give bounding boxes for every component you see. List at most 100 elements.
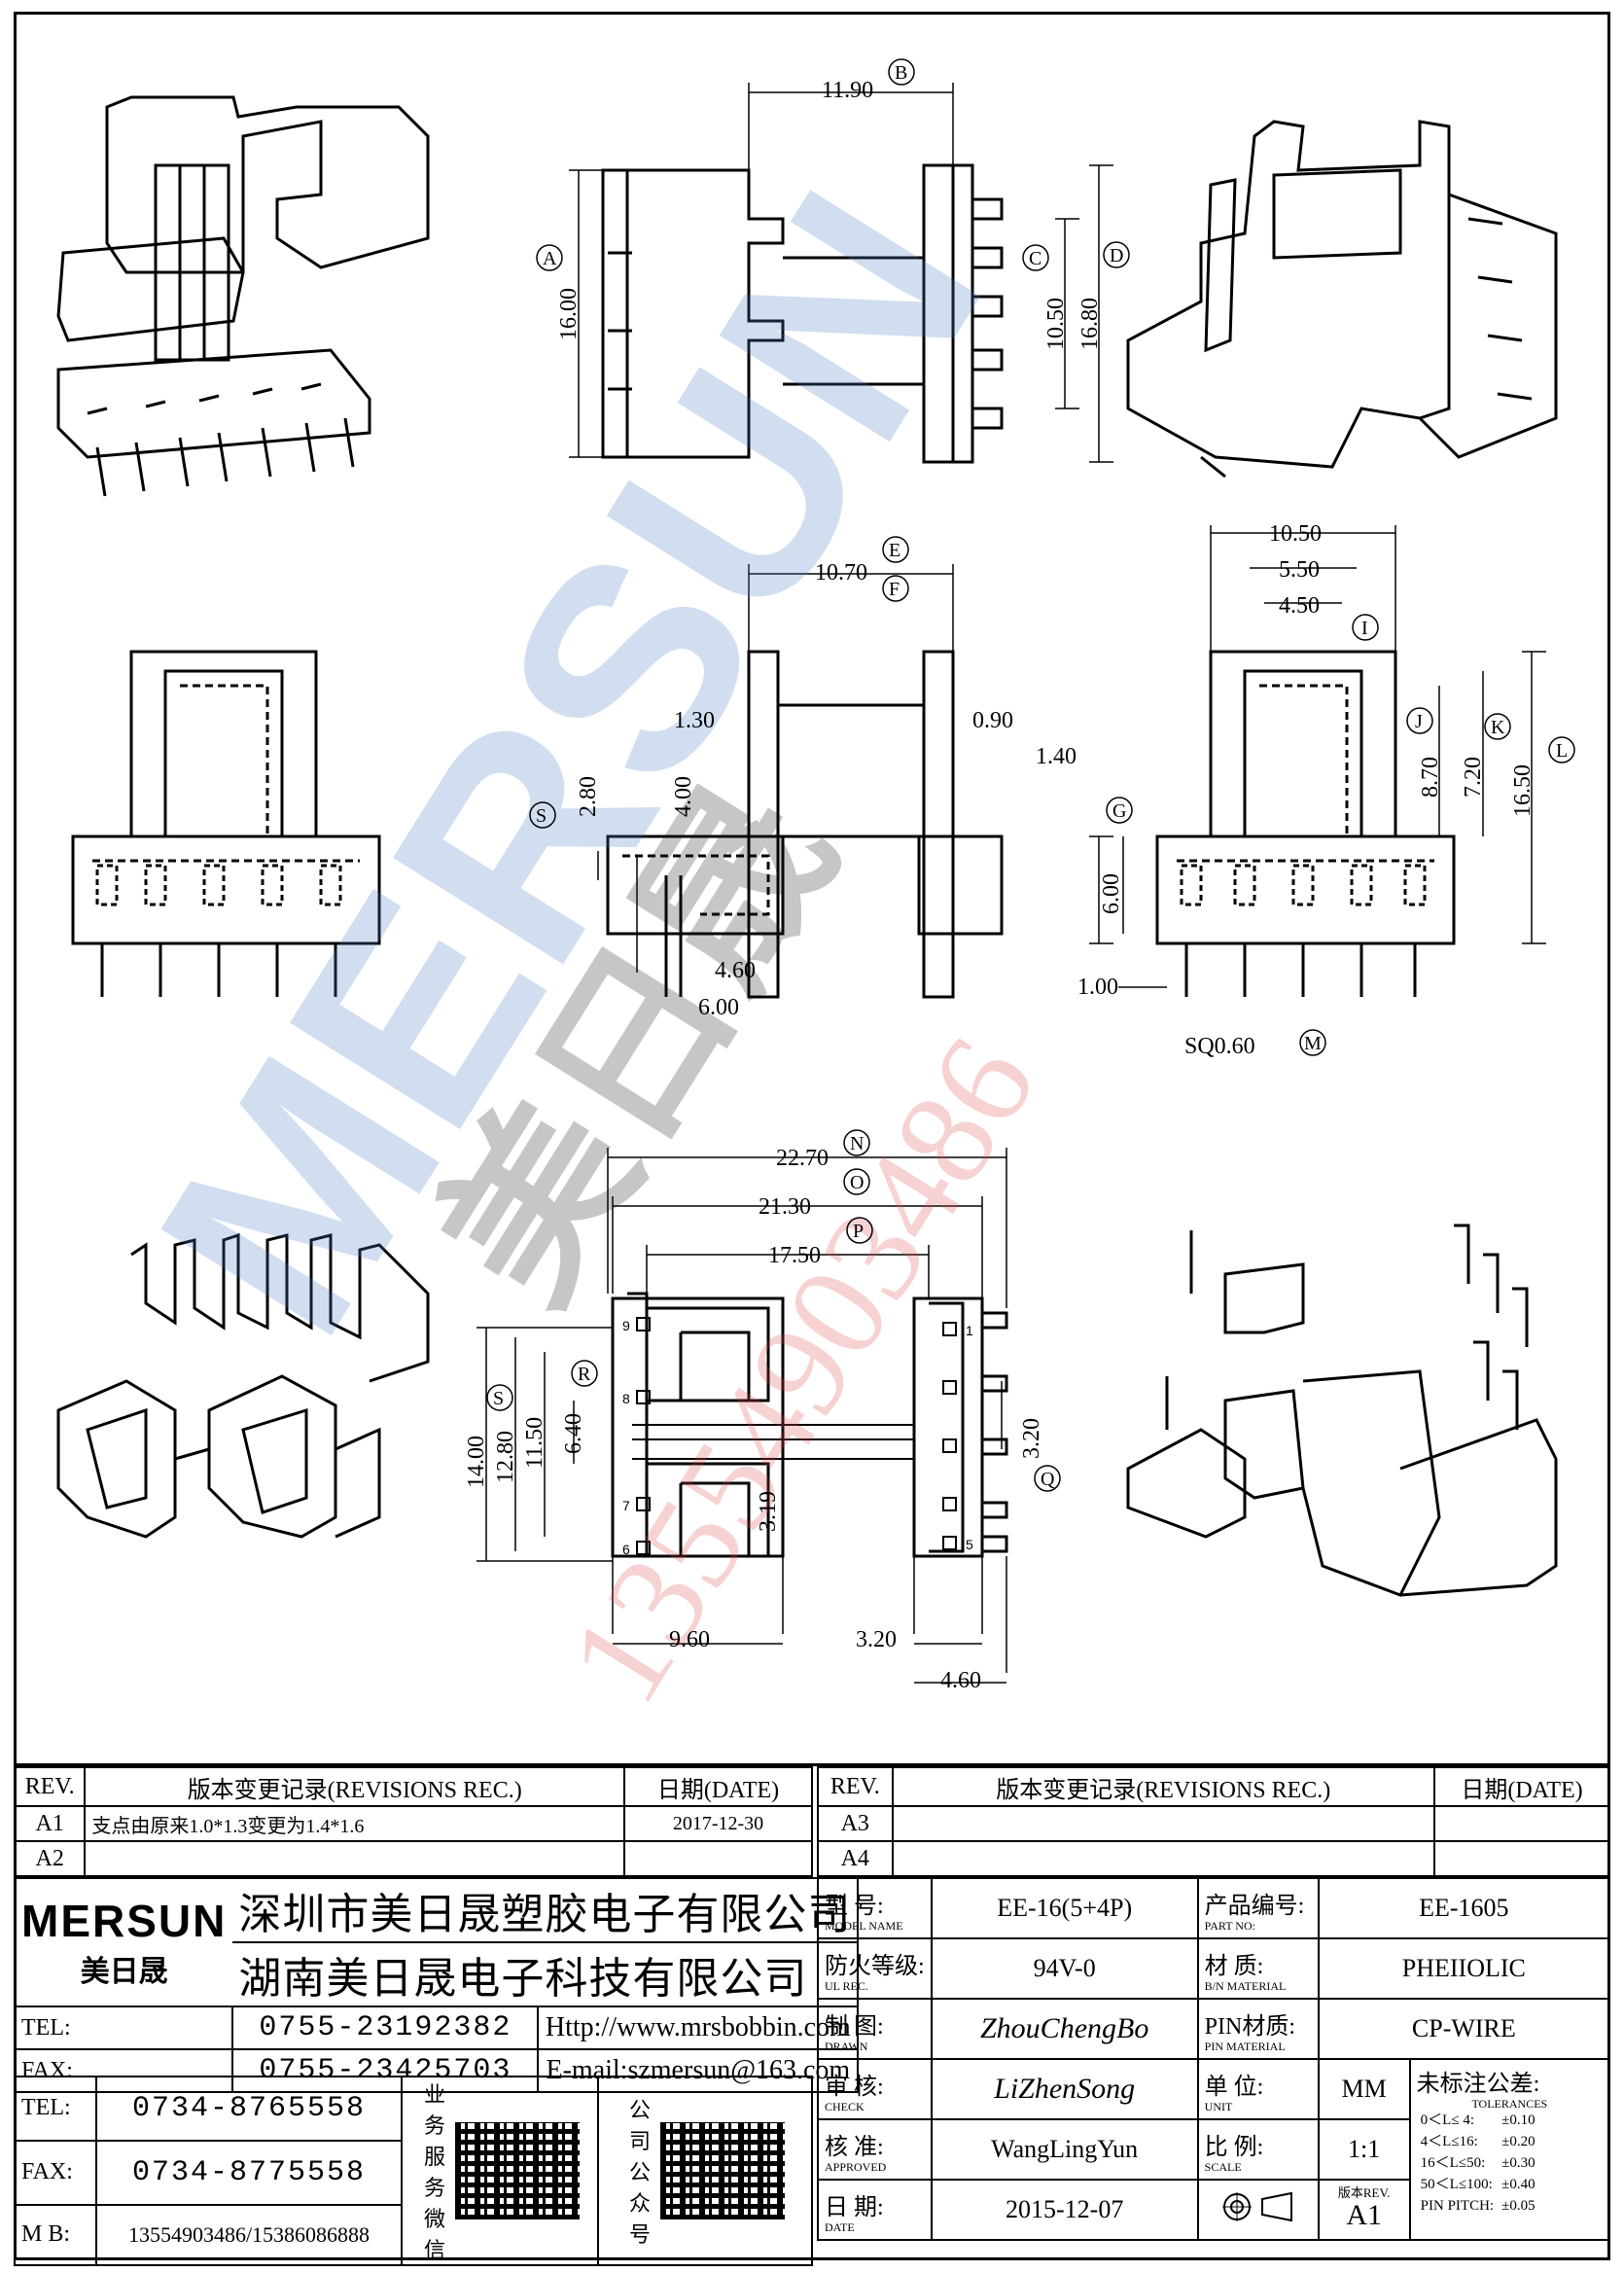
marker-label: S — [493, 1388, 504, 1409]
dim-label: 7.20 — [1461, 757, 1486, 798]
rev-record-header: 版本变更记录(REVISIONS REC.) — [891, 1766, 1436, 1807]
tel-label: TEL: — [13, 2006, 234, 2050]
dim-label: 4.60 — [715, 958, 756, 983]
logo-cn: 美日晟 — [80, 1956, 168, 1988]
technical-drawing: MERSUN 美日晟 13554903486 11.90 16.00 10.50… — [56, 58, 1575, 1727]
material-label: 材 质:B/N MATERIAL — [1196, 1937, 1320, 2000]
ul-label: 防火等级:UL REC. — [817, 1937, 933, 2000]
dim-label: 21.30 — [759, 1194, 811, 1220]
tel-label: TEL: — [14, 2076, 97, 2142]
website: Http://www.mrsbobbin.com — [537, 2006, 860, 2050]
mobile-label: M B: — [14, 2203, 97, 2267]
dim-label: 0.90 — [972, 708, 1013, 733]
title-block: REV. 版本变更记录(REVISIONS REC.) 日期(DATE) A1 … — [13, 1763, 1611, 2267]
unit-label: 单 位:UNIT — [1196, 2058, 1320, 2120]
company-name-2: 湖南美日晟电子科技有限公司 — [232, 1941, 860, 2007]
rev-record — [84, 1840, 626, 1877]
part-value: EE-1605 — [1317, 1877, 1611, 1939]
tel-2: 0734-8765558 — [95, 2076, 403, 2142]
marker-label: A — [543, 248, 557, 269]
dim-label: 10.50 — [1043, 298, 1069, 350]
revision-table-right: REV. 版本变更记录(REVISIONS REC.) 日期(DATE) A3 … — [817, 1766, 1610, 1877]
dim-label: 8.70 — [1418, 757, 1443, 798]
side-view-middle — [606, 650, 1004, 999]
tolerance-list: 0＜L≤ 4:±0.10 4＜L≤16:±0.20 16＜L≤50:±0.30 … — [1420, 2112, 1536, 2214]
marker-label: I — [1361, 618, 1368, 639]
pin-material-value: CP-WIRE — [1317, 1998, 1611, 2060]
rev-record-header: 版本变更记录(REVISIONS REC.) — [84, 1766, 626, 1807]
approved-value: WangLingYun — [930, 2118, 1199, 2181]
qr-code-icon — [660, 2122, 785, 2219]
marker-label: R — [578, 1364, 591, 1385]
rev-id: A2 — [13, 1840, 87, 1877]
rev-date — [1433, 1805, 1610, 1842]
rev-id: A3 — [817, 1805, 894, 1842]
marker-label: G — [1112, 800, 1126, 822]
revision-table-left: REV. 版本变更记录(REVISIONS REC.) 日期(DATE) A1 … — [13, 1766, 813, 1877]
qr-official: 公司公众号 — [597, 2076, 813, 2266]
model-label: 型 号:MODEL NAME — [817, 1877, 933, 1939]
dim-label: 14.00 — [464, 1436, 489, 1488]
spec-table: 型 号:MODEL NAME EE-16(5+4P) 产品编号:PART NO:… — [817, 1877, 1611, 2241]
rev-date: 2017-12-30 — [623, 1805, 813, 1842]
top-view-bottom — [611, 1292, 1008, 1558]
rev-record — [891, 1840, 1436, 1877]
rev-record — [891, 1805, 1436, 1842]
rev-cell: 版本REV. A1 — [1317, 2179, 1411, 2241]
qr-official-label: 公司公众号 — [628, 2098, 651, 2247]
dim-label: 17.50 — [768, 1243, 821, 1268]
marker-label: P — [853, 1221, 864, 1242]
date-value: 2015-12-07 — [930, 2179, 1199, 2241]
company-contact-table: TEL: 0734-8765558 业务服务微信 公司公众号 FAX: 0734… — [14, 2076, 813, 2267]
scale-label: 比 例:SCALE — [1196, 2118, 1320, 2181]
approved-label: 核 准:APPROVED — [817, 2118, 933, 2181]
marker-label: S — [536, 805, 547, 827]
rev-date — [1433, 1840, 1610, 1877]
dim-label: 3.19 — [756, 1491, 781, 1532]
marker-label: O — [850, 1172, 864, 1193]
rev-id: A1 — [13, 1805, 87, 1842]
rev-date-header: 日期(DATE) — [1433, 1766, 1610, 1807]
company-table: MERSUN 美日晟 深圳市美日晟塑胶电子有限公司 湖南美日晟电子科技有限公司 … — [13, 1877, 860, 2093]
tolerance-label-en: TOLERANCES — [1471, 2097, 1548, 2111]
rev-header: REV. — [13, 1766, 87, 1807]
rev-date-header: 日期(DATE) — [623, 1766, 813, 1807]
tolerance-cell: 未标注公差: TOLERANCES 0＜L≤ 4:±0.10 4＜L≤16:±0… — [1408, 2058, 1611, 2241]
pin-number: 1 — [966, 1323, 973, 1338]
marker-label: M — [1304, 1033, 1322, 1054]
dim-label: 16.50 — [1510, 764, 1536, 817]
marker-label: J — [1415, 711, 1423, 732]
dim-label: 1.40 — [1036, 744, 1077, 769]
check-label: 审 核:CHECK — [817, 2058, 933, 2120]
marker-label: B — [895, 62, 907, 84]
qr-business-label: 业务服务微信 — [423, 2082, 445, 2262]
marker-label: C — [1029, 248, 1041, 269]
dim-label: 2.80 — [576, 776, 601, 817]
dim-label: 6.40 — [561, 1413, 586, 1454]
fax-label: FAX: — [14, 2139, 97, 2206]
projection-symbol — [1196, 2179, 1320, 2241]
check-value: LiZhenSong — [930, 2058, 1199, 2120]
marker-label: D — [1110, 245, 1123, 266]
dim-label: 6.00 — [698, 995, 739, 1020]
unit-value: MM — [1317, 2058, 1411, 2120]
model-value: EE-16(5+4P) — [930, 1877, 1199, 1939]
front-view-left — [71, 650, 381, 997]
rev-id: A4 — [817, 1840, 894, 1877]
dim-label: 16.80 — [1077, 298, 1103, 350]
iso-view-top-right — [1126, 120, 1558, 479]
tel-1: 0755-23192382 — [231, 2006, 540, 2050]
dim-label: 11.90 — [822, 78, 873, 103]
qr-code-icon — [455, 2122, 580, 2219]
marker-label: N — [850, 1133, 864, 1154]
ul-value: 94V-0 — [930, 1937, 1199, 2000]
pin-material-label: PIN材质:PIN MATERIAL — [1196, 1998, 1320, 2060]
part-label: 产品编号:PART NO: — [1196, 1877, 1320, 1939]
dim-label: 11.50 — [522, 1417, 547, 1469]
material-value: PHEIIOLIC — [1317, 1937, 1611, 2000]
front-view-right — [1155, 650, 1456, 997]
rev-header: REV. — [817, 1766, 894, 1807]
dim-label: SQ0.60 — [1184, 1034, 1255, 1059]
dim-label: 4.60 — [940, 1668, 981, 1693]
dim-label: 5.50 — [1279, 557, 1320, 583]
